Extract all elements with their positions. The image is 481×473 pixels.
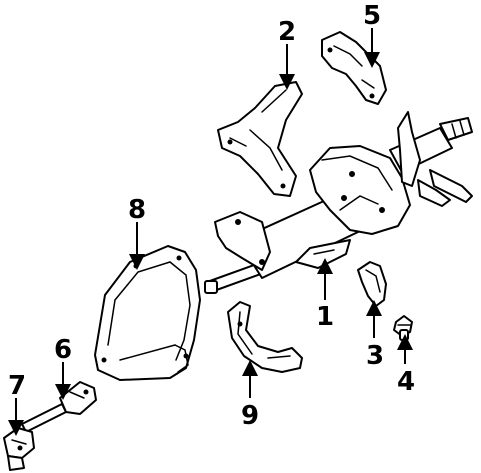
callout-3: 3	[366, 341, 384, 371]
callout-4: 4	[397, 367, 415, 397]
part-9-lower-bracket	[227, 301, 303, 373]
part-3-bushing	[357, 261, 387, 307]
part-2-column-bracket	[217, 81, 303, 197]
part-8-column-cover	[94, 245, 201, 381]
callout-1: 1	[316, 302, 334, 332]
callout-6: 6	[54, 335, 72, 365]
part-5-cover-bracket	[321, 31, 387, 105]
callout-8: 8	[128, 195, 146, 225]
callout-7: 7	[8, 371, 26, 401]
callout-5: 5	[363, 1, 381, 31]
callout-9: 9	[241, 401, 259, 431]
part-7-universal-joint	[3, 427, 35, 471]
part-4-bolt	[393, 315, 413, 341]
callout-2: 2	[278, 17, 296, 47]
part-6-intermediate-shaft	[21, 381, 97, 433]
